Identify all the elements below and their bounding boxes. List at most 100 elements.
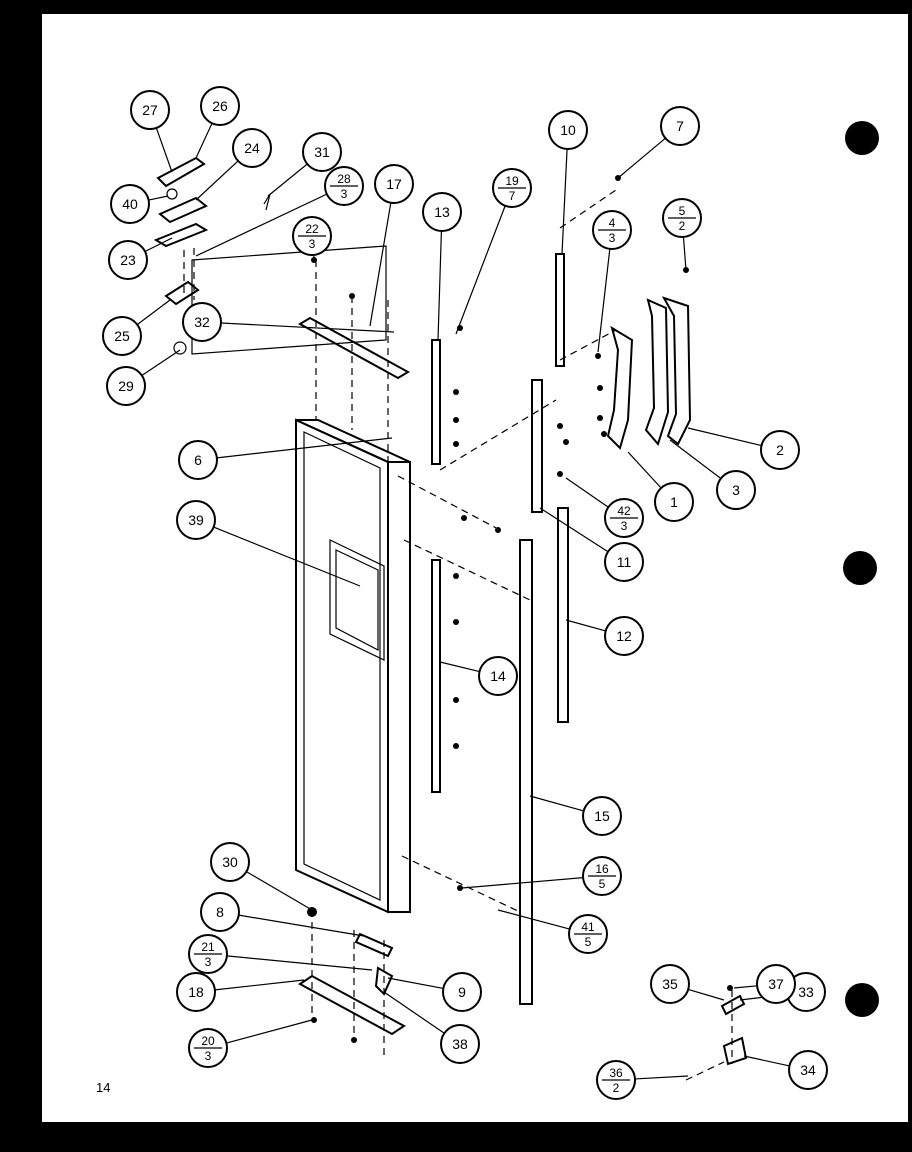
callout-label: 25 [114,328,130,344]
callout-label: 15 [594,808,610,824]
callout-leader-c39 [213,526,361,587]
callout-circle [108,240,148,280]
callout-c8: 8 [200,892,240,932]
callout-c25: 25 [102,316,142,356]
callout-label: 32 [194,314,210,330]
callout-denominator: 7 [509,189,516,203]
callout-label: 11 [617,554,632,570]
callout-circle [760,430,800,470]
callout-circle [110,184,150,224]
callout-numerator: 42 [617,504,631,518]
callout-numerator: 28 [337,172,351,186]
callout-label: 6 [194,452,202,468]
callout-c12: 12 [604,616,644,656]
callout-c39: 39 [176,500,216,540]
callout-c31: 31 [302,132,342,172]
callout-leader-c24 [195,160,239,201]
callout-numerator: 41 [581,920,595,934]
callout-leader-c32 [220,322,395,333]
callout-c2: 2 [760,430,800,470]
callout-numerator: 16 [595,862,609,876]
callout-denominator: 5 [599,877,606,891]
callout-leader-c5 [682,236,687,271]
callout-leader-c16 [461,877,584,889]
callout-numerator: 19 [505,174,519,188]
callout-circle [176,500,216,540]
callout-c23: 23 [108,240,148,280]
callout-denominator: 3 [621,519,628,533]
callout-label: 8 [216,904,224,920]
callout-leader-c12 [565,619,606,632]
callout-c1: 1 [654,482,694,522]
callout-circle [478,656,518,696]
callout-c19: 197 [492,168,532,208]
callout-leaders [136,122,790,1080]
callout-leader-c25 [136,299,171,326]
callout-leader-c27 [155,127,173,173]
diagram-sheet [42,14,908,1122]
callout-label: 1 [670,494,678,510]
callout-circle [788,1050,828,1090]
callout-label: 3 [732,482,740,498]
callout-leader-c4 [597,248,611,353]
bottom-hinge-assembly [298,910,406,1060]
callout-numerator: 22 [305,222,319,236]
callout-leader-c6 [216,437,393,459]
callout-c26: 26 [200,86,240,126]
callout-circle [604,542,644,582]
top-trim-plate [191,245,411,380]
callout-label: 39 [188,512,204,528]
callout-circle [130,90,170,130]
callout-leader-c13 [437,230,443,341]
callout-c9: 9 [442,972,482,1012]
callout-circle [442,972,482,1012]
callout-c41: 415 [568,914,608,954]
callout-c42: 423 [604,498,644,538]
binder-hole-top [845,121,879,155]
door-rails [431,253,569,1005]
callout-c34: 34 [788,1050,828,1090]
callout-label: 18 [188,984,204,1000]
door-handle-parts [606,296,692,450]
lower-right-hinge-assembly [685,990,748,1081]
fasteners [307,175,733,1043]
callout-c3: 3 [716,470,756,510]
callout-c38: 38 [440,1024,480,1064]
callout-label: 35 [662,976,678,992]
callout-c28: 283 [324,166,364,206]
callout-circle [106,366,146,406]
callout-leader-c30 [246,871,313,911]
callout-leader-c11 [539,507,609,553]
callout-c5: 52 [662,198,702,238]
callout-label: 31 [314,144,330,160]
callout-label: 34 [800,1062,816,1078]
callout-circle [200,86,240,126]
callout-circle [182,302,222,342]
callout-leader-c21 [226,955,373,971]
callout-label: 24 [244,140,260,156]
callout-leader-c17 [369,202,392,327]
callout-c33: 33 [786,972,826,1012]
callout-denominator: 5 [585,935,592,949]
callout-c17: 17 [374,164,414,204]
callout-leader-c2 [687,427,762,447]
door-panel [295,418,411,914]
callout-leader-c8 [238,914,365,937]
callout-leader-c10 [561,148,568,255]
callout-c10: 10 [548,110,588,150]
callout-circle [604,616,644,656]
callout-circle [200,892,240,932]
callout-leader-c37 [733,985,758,989]
callout-leader-c42 [565,477,609,508]
callout-c37: 37 [756,964,796,1004]
callout-leader-c36 [634,1075,689,1080]
callout-circle [582,796,622,836]
callout-leader-c40 [148,195,169,201]
callout-label: 17 [386,176,402,192]
callout-numerator: 4 [609,216,616,230]
callout-label: 40 [122,196,138,212]
callout-label: 33 [798,984,814,1000]
callout-c4: 43 [592,210,632,250]
callout-denominator: 3 [309,237,316,251]
callout-denominator: 3 [609,231,616,245]
